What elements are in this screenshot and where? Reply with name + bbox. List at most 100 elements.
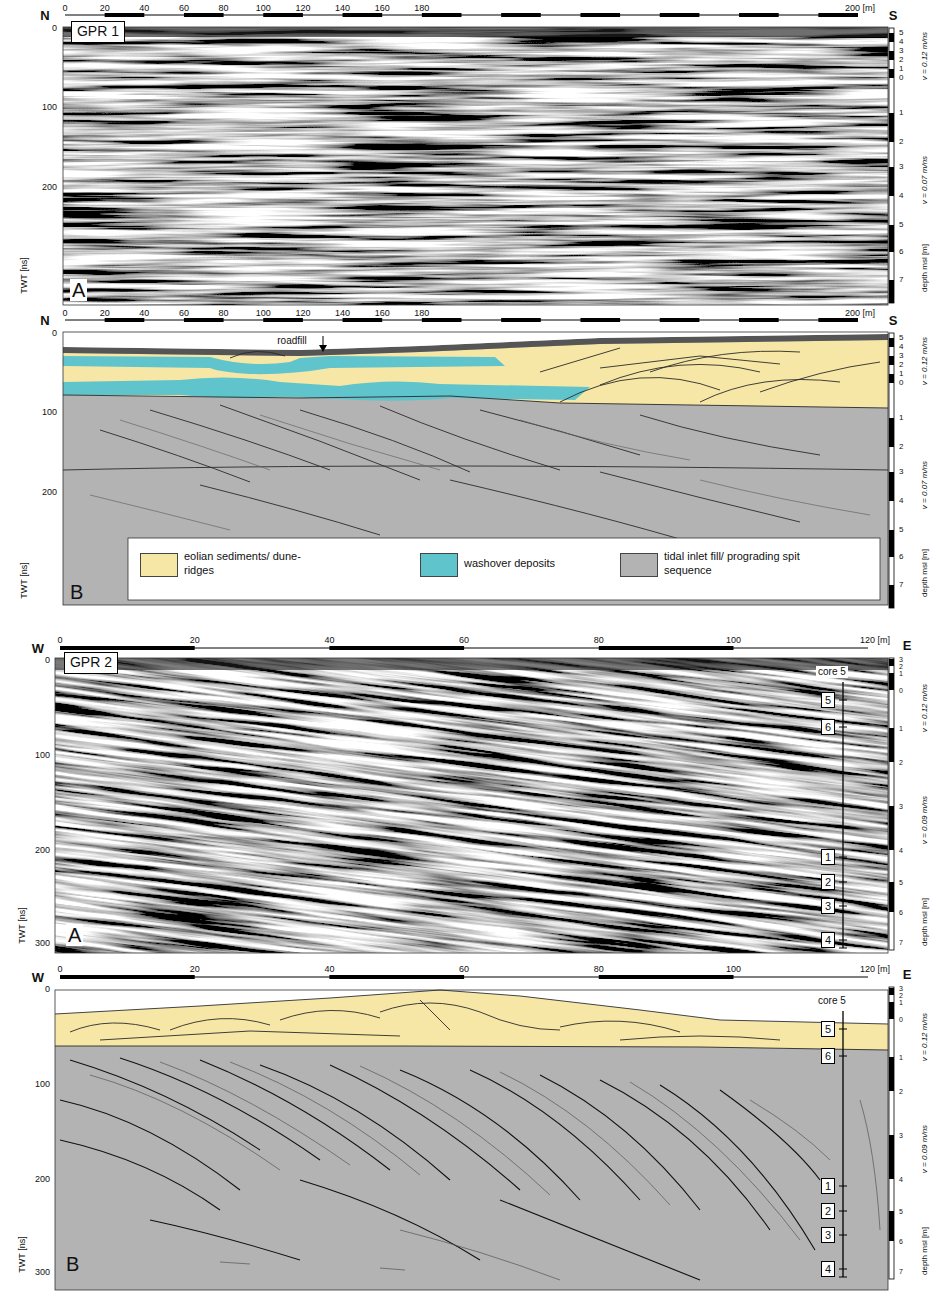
time-tick: 0	[45, 656, 50, 665]
compass-label: N	[40, 9, 49, 22]
interpretation-section	[55, 990, 888, 1290]
interpretation-section	[55, 990, 888, 1290]
axis-title: depth msl [m]	[921, 1227, 929, 1275]
interpretation-section	[260, 415, 440, 470]
depth-tick: 1	[899, 414, 903, 422]
callout-text: 4	[825, 934, 831, 946]
depth-tick: 2	[899, 992, 903, 999]
radargram	[63, 27, 888, 305]
depth-tick: 1	[899, 109, 903, 117]
distance-tick: 40	[324, 965, 334, 974]
velocity-label: v = 0.12 m/ns	[921, 684, 929, 732]
figure-art	[65, 318, 858, 322]
interpretation-section	[200, 1060, 390, 1170]
profile-title-box: GPR 2	[64, 652, 118, 673]
interpretation-section	[63, 332, 888, 605]
interpretation-section	[63, 332, 888, 605]
distance-tick: 0	[62, 4, 67, 13]
interpretation-section	[90, 1062, 880, 1280]
panel-letter: A	[66, 924, 83, 946]
figure-art	[839, 1011, 847, 1277]
axis-title: TWT [ns]	[18, 1236, 27, 1272]
depth-tick: 0	[899, 74, 903, 82]
interpretation-section	[70, 1023, 160, 1032]
time-tick: 300	[35, 1268, 50, 1277]
radargram	[0, 505, 941, 1118]
time-tick: 100	[35, 1080, 50, 1089]
time-tick: 200	[35, 846, 50, 855]
callout-text: 3	[825, 1229, 831, 1241]
distance-tick: 120	[295, 4, 310, 13]
interpretation-section	[600, 356, 780, 368]
interpretation-section	[100, 1031, 400, 1040]
time-tick: 100	[35, 751, 50, 760]
depth-tick: 3	[899, 1132, 903, 1139]
depth-tick: 2	[899, 56, 903, 64]
interpretation-section	[90, 1075, 280, 1170]
time-tick: 0	[52, 329, 57, 338]
callout-number: 5	[821, 692, 835, 708]
interpretation-section	[55, 990, 888, 1290]
interpretation-section	[560, 378, 720, 403]
time-tick: 100	[42, 408, 57, 417]
panel-letter: B	[70, 582, 83, 602]
legend-text: eolian sediments/ dune-ridges	[184, 550, 302, 578]
depth-tick: 4	[899, 847, 903, 854]
interpretation-section	[400, 1070, 580, 1200]
distance-tick: 60	[179, 309, 189, 318]
time-tick: 0	[45, 985, 50, 994]
callout-text: 2	[825, 1205, 831, 1217]
depth-tick: 0	[899, 379, 903, 387]
depth-tick: 1	[899, 1054, 903, 1061]
interpretation-section	[650, 351, 800, 372]
legend-text: tidal inlet fill/ prograding spit sequen…	[664, 550, 804, 578]
time-tick: 300	[35, 939, 50, 948]
interpretation-section	[420, 1000, 450, 1030]
compass-label: W	[32, 642, 44, 655]
interpretation-section	[160, 1062, 350, 1165]
callout-number: 1	[821, 849, 835, 865]
interpretation-section	[63, 395, 888, 408]
interpretation-section	[600, 364, 760, 385]
distance-tick: 0	[57, 636, 62, 645]
figure-art	[889, 658, 894, 950]
figure-art	[889, 28, 894, 303]
depth-tick: 2	[899, 663, 903, 670]
interpretation-section	[55, 990, 888, 1050]
depth-tick: 1	[899, 670, 903, 677]
distance-tick: 120 [m]	[860, 636, 890, 645]
distance-tick: 80	[219, 309, 229, 318]
depth-tick: 1	[899, 999, 903, 1006]
depth-tick: 1	[899, 370, 903, 378]
velocity-label: v = 0.12 m/ns	[921, 32, 929, 80]
interpretation-section	[300, 410, 470, 472]
depth-tick: 0	[899, 687, 903, 694]
time-tick: 0	[52, 24, 57, 33]
interpretation-section	[200, 485, 380, 535]
interpretation-section	[520, 420, 690, 460]
callout-number: 6	[821, 1048, 835, 1064]
depth-tick: 4	[899, 1176, 903, 1183]
interpretation-section	[700, 480, 870, 515]
depth-tick: 6	[899, 248, 903, 256]
callout-text: 6	[825, 721, 831, 733]
depth-tick: 5	[899, 221, 903, 229]
velocity-label: v = 0.07 m/ns	[921, 156, 929, 204]
interpretation-section	[500, 1072, 670, 1205]
distance-tick: 180	[414, 309, 429, 318]
depth-tick: 7	[899, 1268, 903, 1275]
depth-tick: 3	[899, 468, 903, 476]
interpretation-section	[260, 1065, 450, 1180]
depth-tick: 0	[899, 1016, 903, 1023]
distance-tick: 60	[459, 965, 469, 974]
compass-label: N	[40, 314, 49, 327]
depth-tick: 5	[899, 29, 903, 37]
interpretation-section	[63, 466, 888, 470]
figure-art	[889, 333, 894, 608]
axis-title: TWT [ns]	[20, 257, 29, 293]
distance-tick: 60	[179, 4, 189, 13]
callout-number: 4	[821, 932, 835, 948]
distance-tick: 0	[62, 309, 67, 318]
interpretation-section	[60, 1140, 220, 1210]
distance-tick: 40	[139, 4, 149, 13]
